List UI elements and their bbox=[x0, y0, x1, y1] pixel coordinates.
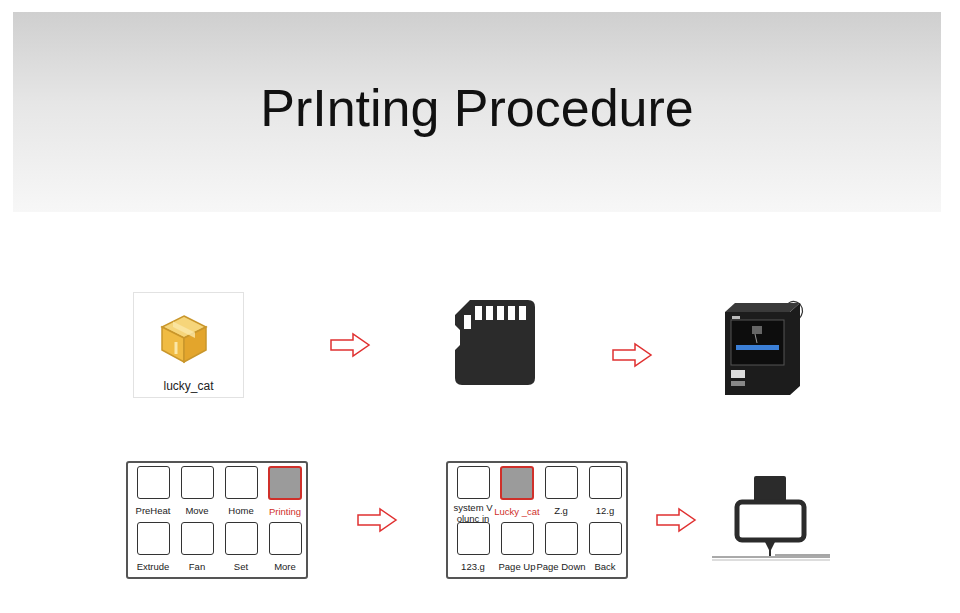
button-square bbox=[457, 466, 490, 499]
sd-card bbox=[455, 300, 535, 385]
menu-button: More bbox=[263, 522, 307, 572]
button-label: Extrude bbox=[121, 561, 185, 572]
button-square bbox=[137, 522, 170, 555]
menu-button: system V olunc in bbox=[451, 466, 495, 524]
button-square bbox=[225, 466, 258, 499]
menu-button: Extrude bbox=[131, 522, 175, 572]
file-icon bbox=[162, 316, 206, 362]
file-box: lucky_cat bbox=[133, 292, 244, 398]
button-label: Back bbox=[573, 561, 637, 572]
button-square bbox=[545, 522, 578, 555]
button-square bbox=[457, 522, 490, 555]
lcd-panel: PreHeatMoveHomePrintingExtrudeFanSetMore bbox=[126, 461, 308, 579]
button-square bbox=[500, 466, 534, 500]
menu-button: Page Down bbox=[539, 522, 583, 572]
menu-button: Back bbox=[583, 522, 627, 572]
button-label: Lucky _cat bbox=[485, 506, 549, 517]
button-square bbox=[137, 466, 170, 499]
button-square bbox=[181, 466, 214, 499]
menu-button: 123.g bbox=[451, 522, 495, 572]
button-label: system V olunc in bbox=[451, 502, 495, 524]
button-label: Fan bbox=[165, 561, 229, 572]
button-label: PreHeat bbox=[121, 505, 185, 516]
button-square bbox=[501, 522, 534, 555]
button-label: Page Down bbox=[529, 561, 593, 572]
button-square bbox=[225, 522, 258, 555]
button-label: Z.g bbox=[529, 505, 593, 516]
flow-arrow bbox=[657, 509, 695, 531]
menu-button: Move bbox=[175, 466, 219, 516]
nozzle bbox=[712, 476, 830, 560]
button-label: Home bbox=[209, 505, 273, 516]
button-label: Move bbox=[165, 505, 229, 516]
flow-arrow bbox=[308, 509, 446, 531]
page-title: PrInting Procedure bbox=[13, 78, 941, 138]
button-square bbox=[589, 522, 622, 555]
lcd-panel: system V olunc inLucky _catZ.g12.g123.gP… bbox=[446, 461, 628, 579]
menu-button: Printing bbox=[263, 466, 307, 517]
button-label: Printing bbox=[253, 506, 317, 517]
button-square bbox=[268, 466, 302, 500]
file-name: lucky_cat bbox=[134, 379, 243, 393]
menu-button: PreHeat bbox=[131, 466, 175, 516]
button-square bbox=[181, 522, 214, 555]
button-label: More bbox=[253, 561, 317, 572]
menu-button: Page Up bbox=[495, 522, 539, 572]
button-square bbox=[589, 466, 622, 499]
button-square bbox=[269, 522, 302, 555]
button-label: 12.g bbox=[573, 505, 637, 516]
printer bbox=[725, 301, 803, 395]
menu-button: Home bbox=[219, 466, 263, 516]
menu-button: 12.g bbox=[583, 466, 627, 516]
flow-arrow bbox=[331, 334, 369, 356]
menu-button: Lucky _cat bbox=[495, 466, 539, 517]
menu-button: Set bbox=[219, 522, 263, 572]
menu-button: Z.g bbox=[539, 466, 583, 516]
button-square bbox=[545, 466, 578, 499]
button-label: Set bbox=[209, 561, 273, 572]
menu-button: Fan bbox=[175, 522, 219, 572]
flow-arrow bbox=[613, 344, 651, 366]
button-label: 123.g bbox=[441, 561, 505, 572]
